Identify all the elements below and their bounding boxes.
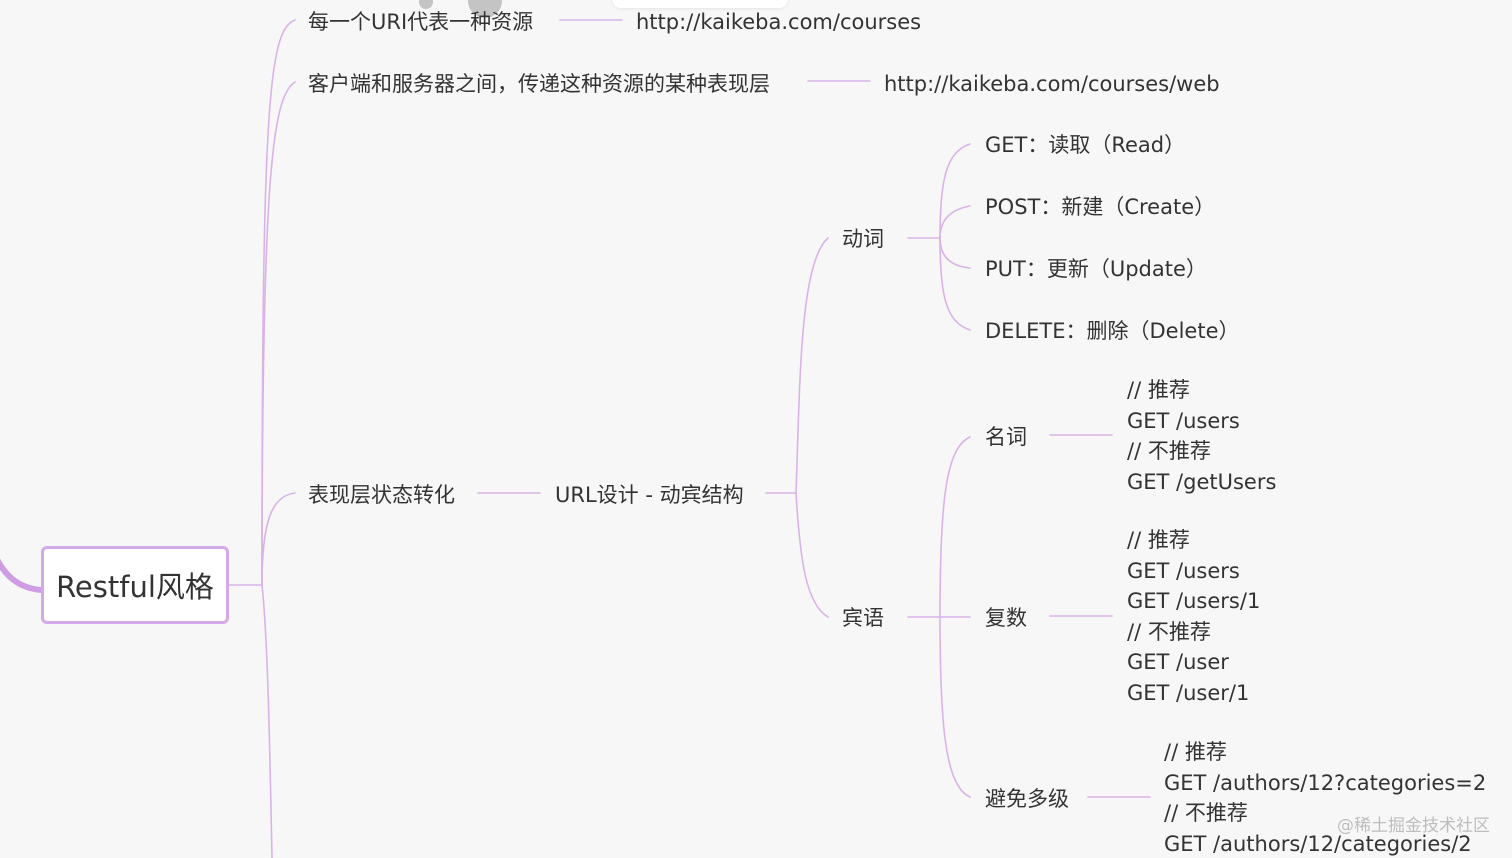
branch-more-link <box>261 584 273 858</box>
verb-get[interactable]: GET：读取（Read） <box>985 130 1185 160</box>
topic-repr-detail[interactable]: http://kaikeba.com/courses/web <box>884 69 1220 99</box>
topic-verbs-label: 动词 <box>842 227 884 251</box>
toolbar-pill[interactable] <box>612 0 788 8</box>
toolbar-dot-small[interactable] <box>419 0 433 9</box>
noun-examples[interactable]: // 推荐 GET /users // 不推荐 GET /getUsers <box>1127 375 1276 497</box>
topic-state[interactable]: 表现层状态转化 <box>308 480 455 510</box>
plural-line: GET /user <box>1127 650 1229 674</box>
multilevel-line: GET /authors/12?categories=2 <box>1164 770 1487 795</box>
root-node[interactable]: Restful风格 <box>41 546 229 624</box>
topic-objects[interactable]: 宾语 <box>842 603 884 633</box>
topic-uri-detail-label: http://kaikeba.com/courses <box>636 10 922 34</box>
plural-line: // 不推荐 <box>1127 619 1211 644</box>
branch-repr-link <box>261 81 296 586</box>
obj-noun-link <box>939 436 971 618</box>
topic-design-label: URL设计 - 动宾结构 <box>555 483 744 507</box>
root-parent-connector <box>0 558 44 593</box>
topic-repr-detail-label: http://kaikeba.com/courses/web <box>884 72 1220 96</box>
verb-put[interactable]: PUT：更新（Update） <box>985 254 1207 284</box>
noun-line: // 推荐 <box>1127 378 1190 402</box>
verb-get-link <box>939 143 971 239</box>
topic-verbs[interactable]: 动词 <box>842 224 884 254</box>
plural-line: GET /user/1 <box>1127 680 1250 705</box>
topic-plural-label: 复数 <box>985 606 1027 630</box>
root-label: Restful风格 <box>56 570 214 604</box>
watermark: @稀土掘金技术社区 <box>1337 816 1490 836</box>
verb-delete[interactable]: DELETE：删除（Delete） <box>985 316 1240 346</box>
topic-uri-label: 每一个URI代表一种资源 <box>308 10 534 34</box>
multilevel-line: // 推荐 <box>1164 740 1227 764</box>
verb-put-label: PUT：更新（Update） <box>985 257 1207 281</box>
topic-multilevel[interactable]: 避免多级 <box>985 784 1069 814</box>
branch-state-link <box>261 492 296 586</box>
multilevel-line: GET /authors/12/categories/2 <box>1164 831 1472 856</box>
topic-noun[interactable]: 名词 <box>985 422 1027 452</box>
design-to-verbs <box>765 237 829 494</box>
plural-examples[interactable]: // 推荐 GET /users GET /users/1 // 不推荐 GET… <box>1127 525 1260 708</box>
obj-multi-link <box>939 616 971 798</box>
topic-uri-detail[interactable]: http://kaikeba.com/courses <box>636 7 921 37</box>
verb-put-link <box>939 237 971 269</box>
verb-post-link <box>939 205 971 239</box>
topic-plural[interactable]: 复数 <box>985 603 1027 633</box>
plural-line: GET /users <box>1127 558 1240 583</box>
verb-delete-link <box>939 237 971 331</box>
topic-objects-label: 宾语 <box>842 606 884 630</box>
multilevel-line: // 不推荐 <box>1164 801 1248 825</box>
design-to-objects <box>795 492 829 618</box>
noun-line: GET /users <box>1127 408 1240 433</box>
verb-post-label: POST：新建（Create） <box>985 195 1216 219</box>
plural-line: GET /users/1 <box>1127 589 1261 613</box>
topic-uri[interactable]: 每一个URI代表一种资源 <box>308 7 533 37</box>
noun-line: // 不推荐 <box>1127 439 1211 463</box>
topic-multilevel-label: 避免多级 <box>985 787 1069 811</box>
noun-line: GET /getUsers <box>1127 469 1277 494</box>
topic-noun-label: 名词 <box>985 425 1027 449</box>
verb-delete-label: DELETE：删除（Delete） <box>985 319 1240 343</box>
toolbar-dot-large[interactable] <box>468 0 502 18</box>
verb-get-label: GET：读取（Read） <box>985 133 1186 157</box>
topic-design[interactable]: URL设计 - 动宾结构 <box>555 480 744 510</box>
plural-line: // 推荐 <box>1127 528 1190 552</box>
topic-repr[interactable]: 客户端和服务器之间，传递这种资源的某种表现层 <box>308 69 770 99</box>
topic-state-label: 表现层状态转化 <box>308 483 455 507</box>
multilevel-examples[interactable]: // 推荐 GET /authors/12?categories=2 // 不推… <box>1164 737 1486 858</box>
topic-repr-label: 客户端和服务器之间，传递这种资源的某种表现层 <box>308 72 770 96</box>
verb-post[interactable]: POST：新建（Create） <box>985 192 1215 222</box>
